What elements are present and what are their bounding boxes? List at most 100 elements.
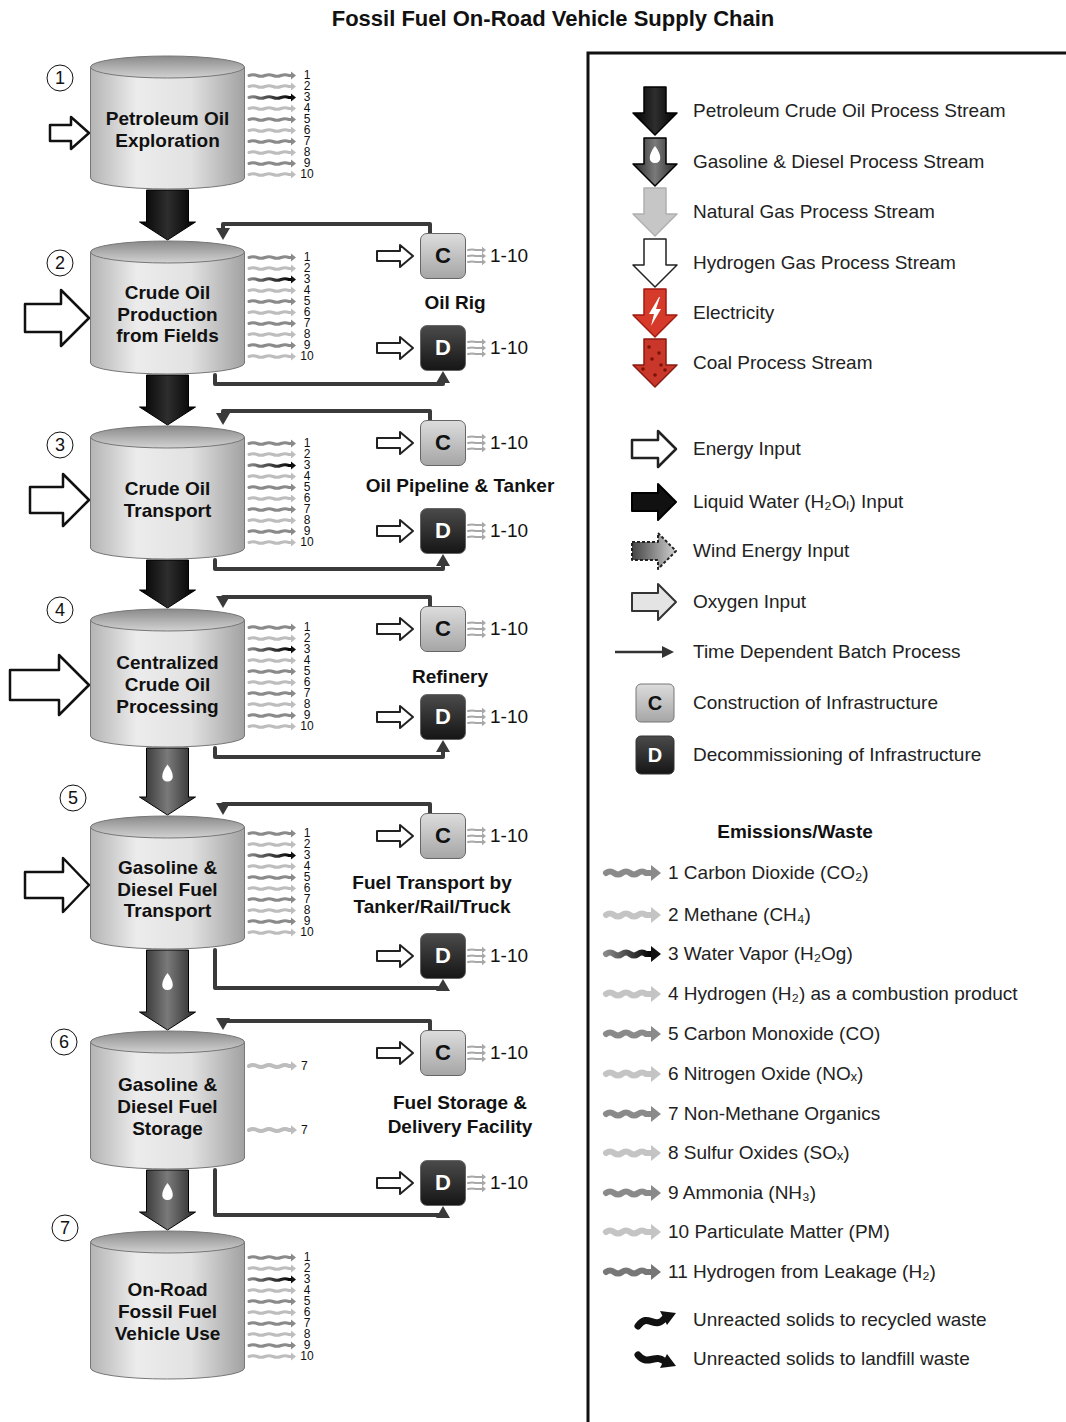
- legend-swatch: [633, 138, 677, 186]
- process-stream-arrow: [140, 560, 196, 608]
- text-label: D: [648, 743, 662, 768]
- label-holder: 1 2 3 4 5 6 7 8 9 10: [300, 438, 314, 548]
- label-holder: Refinery: [412, 665, 488, 689]
- label-holder: 1-10: [490, 706, 528, 729]
- energy-input-arrows: [377, 245, 413, 1194]
- text-label: Oil Pipeline & Tanker: [366, 474, 555, 498]
- decommission-box: D: [420, 325, 466, 371]
- legend-holder: Decommissioning of Infrastructure: [693, 744, 981, 767]
- text-label: 1-10: [490, 825, 528, 848]
- box-letter: D: [435, 1170, 451, 1196]
- stage-label: Gasoline & Diesel Fuel Transport: [102, 857, 234, 923]
- legend-swatch: [633, 188, 677, 236]
- decommission-box: D: [420, 508, 466, 554]
- legend-swatch: [606, 1145, 661, 1161]
- legend-holder: Coal Process Stream: [693, 352, 873, 375]
- legend-text: Unreacted solids to landfill waste: [693, 1348, 970, 1371]
- legend-text: Coal Process Stream: [693, 352, 873, 375]
- callout-number: 6: [51, 1029, 78, 1056]
- process-cylinder: Gasoline & Diesel Fuel Transport: [90, 815, 245, 950]
- label-holder: 4: [47, 597, 74, 624]
- construction-box: C: [420, 813, 466, 859]
- legend-text: Decommissioning of Infrastructure: [693, 744, 981, 767]
- legend-holder: Liquid Water (H₂Oₗ) Input: [693, 491, 903, 514]
- legend-holder: Natural Gas Process Stream: [693, 201, 935, 224]
- box-letter: C: [435, 616, 451, 642]
- label-holder: 1-10: [490, 825, 528, 848]
- text-label: Oil Rig: [424, 291, 485, 315]
- legend-text: Unreacted solids to recycled waste: [693, 1309, 987, 1332]
- flow-connector: [215, 740, 450, 757]
- legend-text: 1 Carbon Dioxide (CO₂): [668, 862, 869, 885]
- diagram-title: Fossil Fuel On-Road Vehicle Supply Chain: [40, 6, 1066, 32]
- callout-number: 4: [47, 597, 74, 624]
- label-holder: 1-10: [490, 337, 528, 360]
- box-letter: D: [435, 335, 451, 361]
- legend-holder: Unreacted solids to recycled waste: [693, 1309, 987, 1332]
- construction-box: C: [420, 233, 466, 279]
- legend-text: 8 Sulfur Oxides (SOₓ): [668, 1142, 850, 1165]
- decommission-box: D: [420, 1160, 466, 1206]
- legend-text: 5 Carbon Monoxide (CO): [668, 1023, 880, 1046]
- process-stream-arrow: [140, 190, 196, 240]
- legend-holder: 7 Non-Methane Organics: [668, 1103, 880, 1126]
- emission-numbers: 1 2 3 4 5 6 7 8 9 10: [300, 1252, 314, 1362]
- legend-swatch: [632, 533, 676, 569]
- legend-text: 3 Water Vapor (H₂Og): [668, 943, 853, 966]
- legend-holder: 6 Nitrogen Oxide (NOₓ): [668, 1063, 863, 1086]
- legend-holder: 2 Methane (CH₄): [668, 904, 811, 927]
- label-holder: Oil Pipeline & Tanker: [366, 474, 555, 498]
- emission-numbers: 1 2 3 4 5 6 7 8 9 10: [300, 70, 314, 180]
- legend-text: Oxygen Input: [693, 591, 806, 614]
- emission-arrows: [249, 72, 486, 1361]
- legend-holder: Petroleum Crude Oil Process Stream: [693, 100, 1006, 123]
- box-letter: D: [435, 943, 451, 969]
- legend-holder: 8 Sulfur Oxides (SOₓ): [668, 1142, 850, 1165]
- legend-swatch: [606, 1264, 661, 1280]
- legend-swatch: [632, 484, 676, 520]
- legend-holder: Electricity: [693, 302, 774, 325]
- legend-holder: 9 Ammonia (NH₃): [668, 1182, 816, 1205]
- emission-numbers: 1 2 3 4 5 6 7 8 9 10: [300, 438, 314, 548]
- label-holder: 1-10: [490, 432, 528, 455]
- energy-input-arrows: [10, 117, 89, 912]
- construction-box: C: [420, 606, 466, 652]
- label-holder: 2: [47, 250, 74, 277]
- legend-text: Wind Energy Input: [693, 540, 849, 563]
- stage-label: Crude Oil Transport: [102, 478, 234, 522]
- legend-text: 7 Non-Methane Organics: [668, 1103, 880, 1126]
- process-cylinder: Crude Oil Transport: [90, 425, 245, 560]
- legend-text: Hydrogen Gas Process Stream: [693, 252, 956, 275]
- process-cylinder: On-Road Fossil Fuel Vehicle Use: [90, 1230, 245, 1380]
- flow-connector: [216, 224, 430, 240]
- label-holder: Emissions/Waste: [717, 820, 873, 844]
- process-cylinder: Crude Oil Production from Fields: [90, 240, 245, 375]
- callout-number: 7: [52, 1215, 79, 1242]
- legend-swatch: [606, 1224, 661, 1240]
- emission-numbers: 1 2 3 4 5 6 7 8 9 10: [300, 252, 314, 362]
- label-holder: 1-10: [490, 945, 528, 968]
- text-label: 1-10: [490, 945, 528, 968]
- legend-holder: 5 Carbon Monoxide (CO): [668, 1023, 880, 1046]
- construction-box: C: [420, 1030, 466, 1076]
- box-letter: C: [435, 1040, 451, 1066]
- legend-swatch: [606, 1185, 661, 1201]
- legend-text: 9 Ammonia (NH₃): [668, 1182, 816, 1205]
- stage-label: On-Road Fossil Fuel Vehicle Use: [102, 1279, 234, 1345]
- label-holder: Fuel Storage & Delivery Facility: [360, 1091, 560, 1139]
- text-label: 1-10: [490, 432, 528, 455]
- callout-number: 1: [47, 65, 74, 92]
- construction-box: C: [420, 420, 466, 466]
- flow-connector: [215, 371, 450, 384]
- legend-swatch: [606, 986, 661, 1002]
- legend-swatch: [606, 1026, 661, 1042]
- label-holder: 1 2 3 4 5 6 7 8 9 10: [300, 828, 314, 938]
- legend-holder: Gasoline & Diesel Process Stream: [693, 151, 984, 174]
- text-label: C: [648, 691, 662, 716]
- legend-swatch: [606, 907, 661, 923]
- process-cylinder: Petroleum Oil Exploration: [90, 55, 245, 190]
- text-label: Fuel Transport by Tanker/Rail/Truck: [332, 871, 532, 919]
- text-label: 1-10: [490, 245, 528, 268]
- text-label: Emissions/Waste: [717, 820, 873, 844]
- callout-number: 3: [47, 432, 74, 459]
